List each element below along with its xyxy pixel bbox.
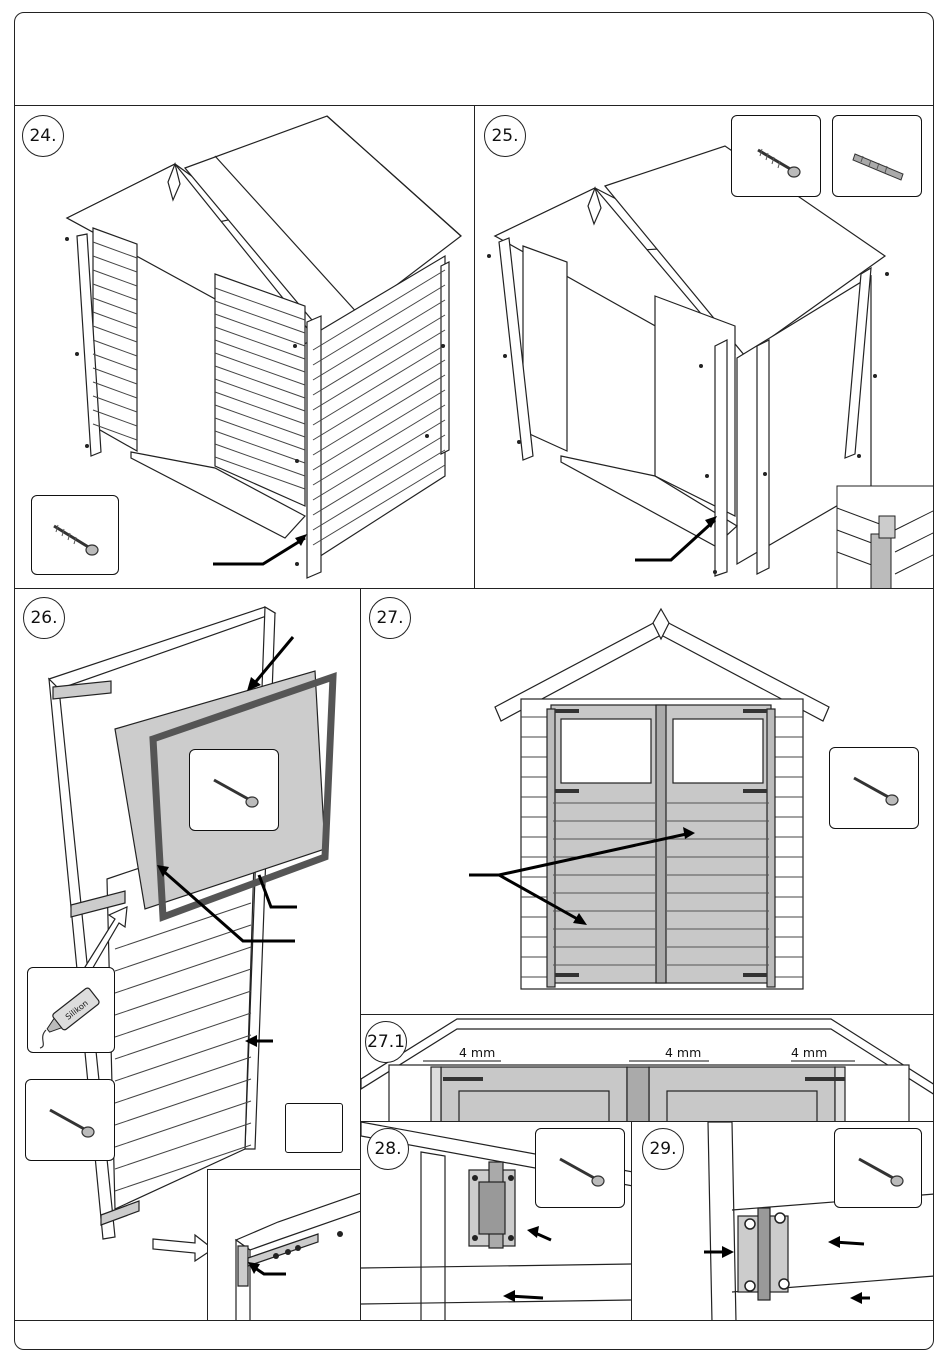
- panel-step-28: 28.: [360, 1121, 632, 1321]
- screw-icon: [732, 116, 822, 198]
- gap-dimension-left: 4 mm: [459, 1045, 495, 1060]
- screw-icon: [835, 1129, 923, 1209]
- blank-box-26: [285, 1103, 343, 1153]
- hinge-detail-inset: [207, 1169, 361, 1321]
- panel-step-27: 27.: [360, 588, 934, 1015]
- silicone-box: Silikon: [27, 967, 115, 1053]
- panel-step-29: 29.: [631, 1121, 934, 1321]
- screw-icon: [26, 1080, 116, 1162]
- gap-dimension-center: 4 mm: [665, 1045, 701, 1060]
- step-number-27-1: 27.1: [365, 1021, 407, 1063]
- step-number-29: 29.: [642, 1128, 684, 1170]
- step-number-26: 26.: [23, 597, 65, 639]
- screw-box-25: [731, 115, 821, 197]
- step-number-27: 27.: [369, 597, 411, 639]
- screw-icon: [830, 748, 920, 830]
- panel-step-26: 26.: [14, 588, 361, 1321]
- screw-box-28: [535, 1128, 625, 1208]
- screw-icon: [190, 750, 280, 832]
- panel-step-27-1: 27.1 4 mm 4 mm 4 mm: [360, 1014, 934, 1122]
- screw-box-27: [829, 747, 919, 829]
- screw-box-26b: [25, 1079, 115, 1161]
- silicone-tube-icon: Silikon: [28, 968, 116, 1054]
- door-gap-illustration: [361, 1015, 934, 1122]
- step-number-24: 24.: [22, 115, 64, 157]
- panel-step-25: 25.: [474, 105, 934, 589]
- screw-icon: [32, 496, 120, 576]
- drill-bit-box-25: [832, 115, 922, 197]
- step-number-25: 25.: [484, 115, 526, 157]
- screw-box-29: [834, 1128, 922, 1208]
- drill-bit-icon: [833, 116, 923, 198]
- gap-dimension-right: 4 mm: [791, 1045, 827, 1060]
- hinge-detail-illustration: [208, 1170, 361, 1321]
- step-number-28: 28.: [367, 1128, 409, 1170]
- screw-box-24: [31, 495, 119, 575]
- screw-box-26a: [189, 749, 279, 831]
- screw-icon: [536, 1129, 626, 1209]
- panel-step-24: 24.: [14, 105, 475, 589]
